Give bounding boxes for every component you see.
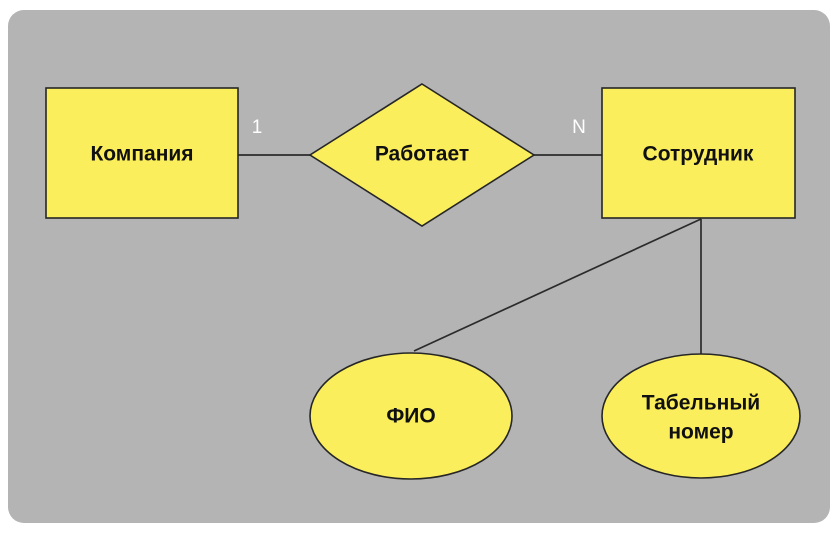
attribute-tabel-nomer[interactable]: Табельный номер xyxy=(601,353,801,479)
entity-company-label: Компания xyxy=(90,143,193,166)
entity-employee-box[interactable] xyxy=(601,87,796,219)
cardinality-n-label: N xyxy=(572,117,586,138)
attribute-tabel-nomer-ellipse[interactable] xyxy=(601,353,801,479)
attribute-fio-ellipse[interactable] xyxy=(309,352,513,480)
entity-company-box[interactable] xyxy=(45,87,239,219)
connector-employee-fio xyxy=(413,218,702,352)
cardinality-one-label: 1 xyxy=(252,117,263,138)
attribute-fio-label: ФИО xyxy=(386,405,435,428)
attribute-tabel-nomer-label-line1: Табельный xyxy=(642,392,760,415)
attribute-fio[interactable]: ФИО xyxy=(309,352,513,480)
relationship-works[interactable]: Работает xyxy=(308,83,536,227)
attribute-tabel-nomer-label-line2: номер xyxy=(668,421,733,444)
entity-employee-label: Сотрудник xyxy=(643,143,754,166)
entity-employee[interactable]: Сотрудник xyxy=(601,87,796,219)
entity-company[interactable]: Компания xyxy=(45,87,239,219)
relationship-works-diamond[interactable] xyxy=(308,83,536,227)
relationship-works-label: Работает xyxy=(375,143,469,166)
